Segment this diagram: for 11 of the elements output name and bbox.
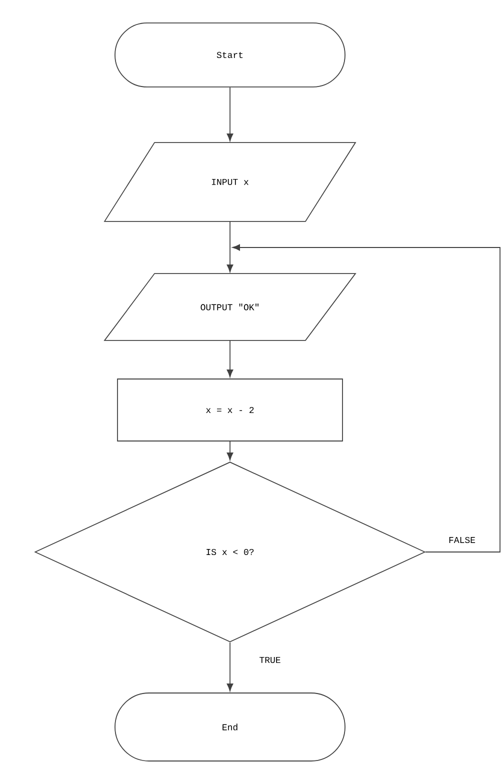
process-box: x = x - 2 xyxy=(117,378,343,442)
arrow xyxy=(226,340,234,378)
arrow xyxy=(226,87,234,142)
arrow xyxy=(226,221,234,272)
terminal-box: Start xyxy=(114,22,346,88)
arrow xyxy=(232,244,500,552)
arrow xyxy=(226,642,234,692)
edge-label: FALSE xyxy=(448,536,476,544)
edge-label: TRUE xyxy=(258,656,282,664)
terminal-box: End xyxy=(114,692,346,762)
arrow xyxy=(226,441,234,460)
